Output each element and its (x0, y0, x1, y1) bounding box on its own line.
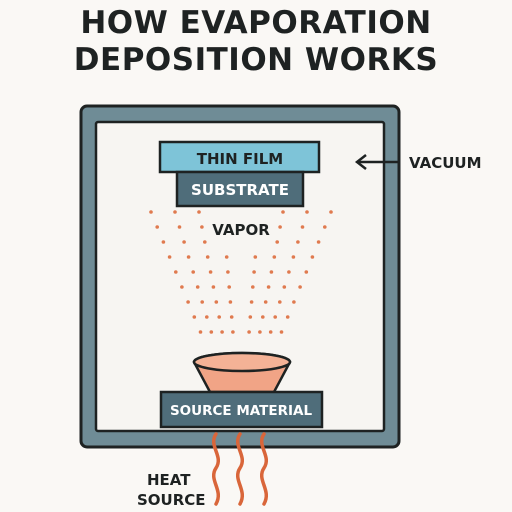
vapor-dot (323, 225, 327, 229)
vapor-dot (192, 315, 197, 319)
title-line-2: DEPOSITION WORKS (73, 42, 439, 78)
vapor-dot (252, 270, 256, 274)
vapor-dot (198, 330, 203, 334)
vapor-dot (182, 240, 186, 244)
vapor-dot (203, 240, 207, 244)
vapor-dot (173, 210, 177, 214)
vapor-dot (249, 300, 254, 304)
vacuum-label: VACUUM (409, 154, 482, 172)
vapor-dot (214, 300, 219, 304)
source-material-block (159, 390, 324, 429)
title-line-1: HOW EVAPORATION (80, 5, 432, 41)
vapor-dot (197, 210, 201, 214)
vapor-dot (316, 240, 321, 244)
substrate-label: SUBSTRATE (191, 181, 289, 199)
vapor-dot (287, 270, 291, 274)
vapor-dot (291, 255, 296, 259)
vapor-dot (186, 300, 190, 304)
vapor-dot (226, 270, 230, 274)
vapor-dot (205, 315, 209, 319)
heat-source-label-line-2: SOURCE (137, 491, 206, 509)
vapor-dot (149, 210, 153, 214)
heat-source-label-line-1: HEAT (147, 471, 191, 489)
source-material-label: SOURCE MATERIAL (170, 403, 313, 419)
heat-wave-middle (236, 432, 244, 506)
vapor-dot (300, 225, 305, 229)
vapor-dot (177, 225, 182, 229)
vapor-dot (200, 300, 204, 304)
vapor-dot (180, 285, 184, 289)
source-material: SOURCE MATERIAL (159, 390, 324, 429)
vapor-dot (220, 330, 224, 334)
vapor-dot (281, 210, 285, 214)
arrow-left-icon (354, 154, 398, 170)
vapor-dot (195, 285, 200, 289)
vapor-dot (282, 285, 287, 289)
vapor-dot (296, 240, 300, 244)
vapor-dot (224, 255, 229, 259)
heat-wave-icon (212, 432, 268, 506)
vapor-dot (155, 225, 159, 229)
vapor-dot (275, 240, 280, 244)
vapor-dot (248, 315, 253, 319)
vapor-dot (209, 330, 214, 334)
chamber-interior (94, 120, 386, 433)
vapor-particles (149, 210, 333, 334)
vapor-dot (247, 330, 251, 334)
vapor-dot (186, 255, 191, 259)
thin-film: THIN FILM (158, 140, 321, 174)
vapor-dot (217, 315, 221, 319)
vapor-dot (228, 300, 233, 304)
vapor-dot (174, 270, 178, 274)
vapor-dot (329, 210, 333, 214)
heat-wave-right (260, 432, 268, 506)
substrate: SUBSTRATE (175, 170, 305, 208)
vapor-dot (268, 330, 273, 334)
substrate-block (175, 170, 305, 208)
thin-film-layer (158, 140, 321, 174)
vapor-dot (211, 285, 216, 289)
vapor-dot (305, 210, 309, 214)
vapor-dot (231, 330, 235, 334)
vacuum-chamber (79, 104, 401, 449)
vapor-dot (205, 255, 210, 259)
vapor-dot (261, 315, 265, 319)
vapor-dot (278, 300, 282, 304)
heat-wave-left (212, 432, 220, 506)
heat-source-label: HEAT SOURCE (137, 471, 206, 509)
vapor-label: VAPOR (212, 221, 270, 239)
vapor-dot (266, 285, 271, 289)
vapor-dot (251, 285, 255, 289)
vapor-dot (227, 285, 231, 289)
vapor-dot (229, 315, 234, 319)
thin-film-label: THIN FILM (197, 150, 283, 168)
vapor-dot (304, 270, 309, 274)
vapor-dot (263, 300, 268, 304)
vapor-dot (298, 285, 302, 289)
vapor-dot (292, 300, 296, 304)
vapor-dot (279, 330, 284, 334)
vapor-dot (161, 240, 166, 244)
vapor-dot (273, 315, 278, 319)
vapor-dot (258, 330, 262, 334)
vapor-dot (285, 315, 290, 319)
vapor-dot (200, 225, 204, 229)
vapor-dot (278, 225, 282, 229)
vapor-dot (269, 270, 274, 274)
vapor-dot (208, 270, 213, 274)
vapor-dot (272, 255, 277, 259)
vacuum-indicator: VACUUM (354, 154, 482, 172)
vapor-dot (253, 255, 258, 259)
vapor-dot (191, 270, 195, 274)
vapor-dot (167, 255, 172, 259)
crucible (192, 351, 292, 394)
vapor-dot (310, 255, 315, 259)
